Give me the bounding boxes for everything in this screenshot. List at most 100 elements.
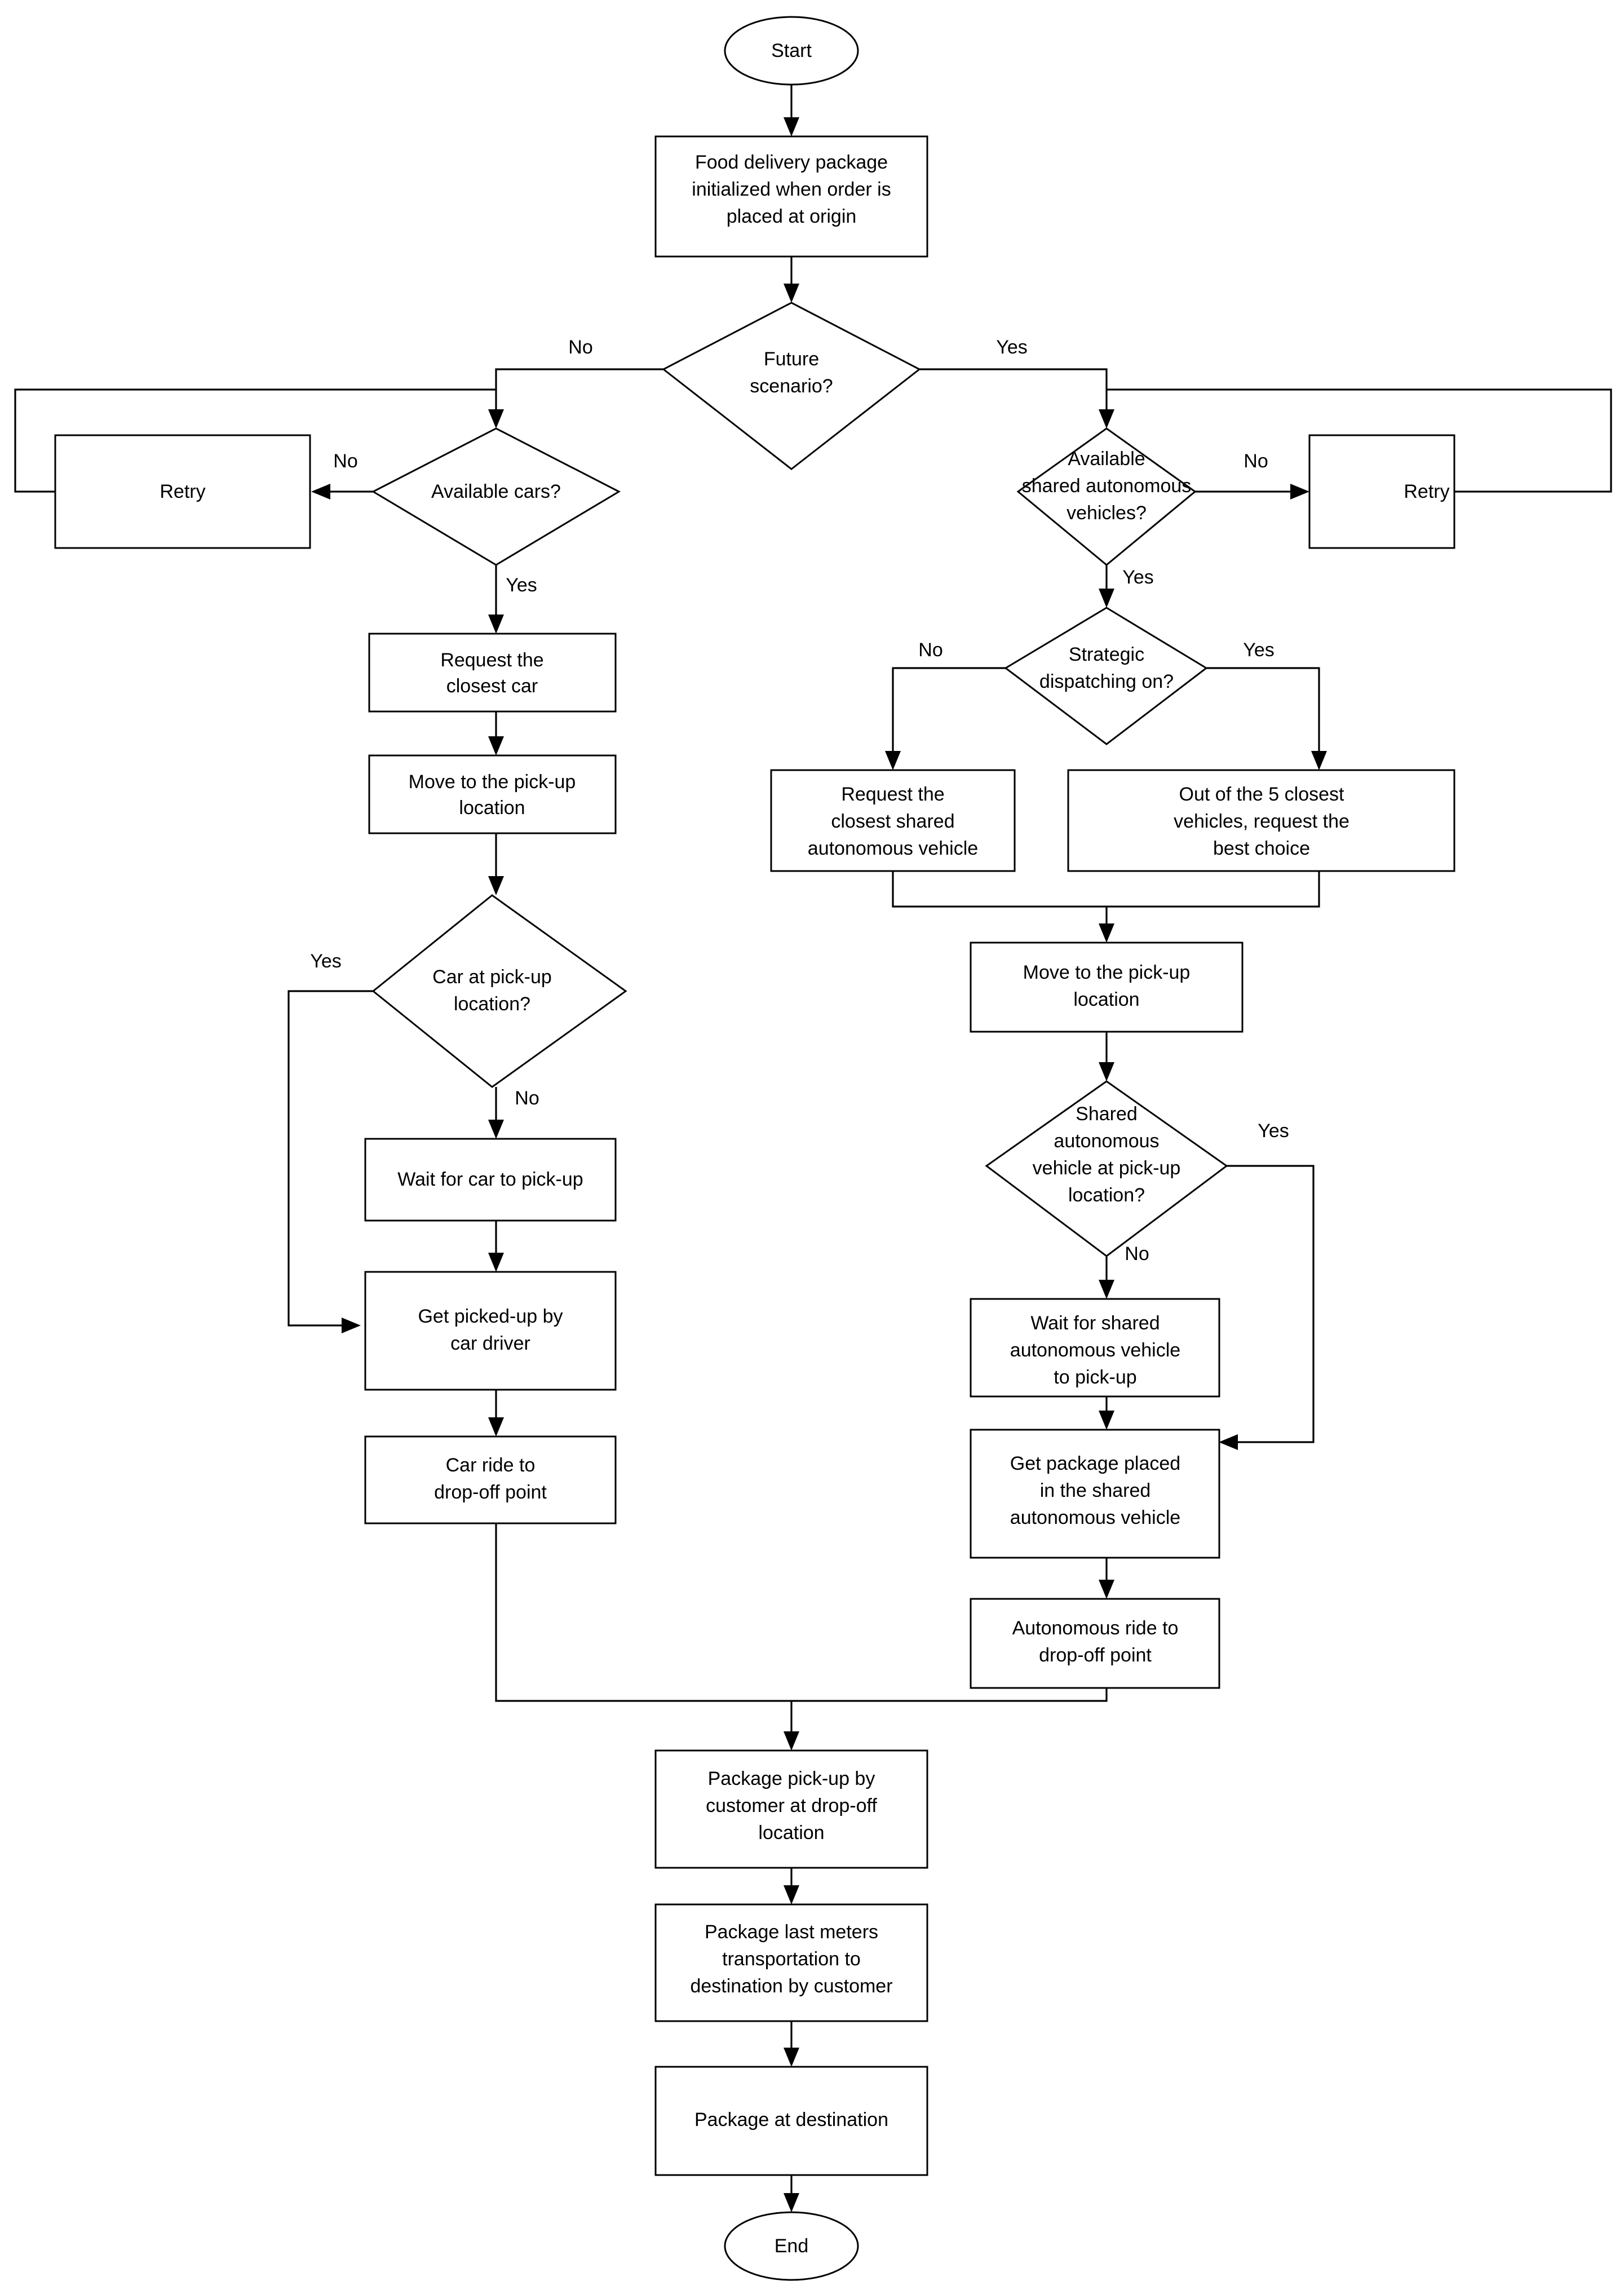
package-pickup-rect[interactable] xyxy=(654,1749,928,1869)
edge-dispatch-yes xyxy=(1206,667,1320,760)
request-car-line1: Request the xyxy=(440,649,543,671)
node-request-sav[interactable]: Request the closest shared autonomous ve… xyxy=(770,769,1016,872)
edge-label-future-no: No xyxy=(568,337,592,358)
node-move-pickup-right[interactable]: Move to the pick-up location xyxy=(970,942,1244,1033)
strategic-dispatch-diamond[interactable] xyxy=(1004,607,1208,745)
node-last-meters[interactable]: Package last meters transportation to de… xyxy=(654,1903,928,2022)
node-get-picked-up[interactable]: Get picked-up by car driver xyxy=(364,1271,617,1391)
edge-label-sav-no: No xyxy=(1244,450,1268,472)
node-move-pickup-left[interactable]: Move to the pick-up location xyxy=(368,754,617,834)
node-strategic-dispatch[interactable]: Strategic dispatching on? xyxy=(1004,607,1208,745)
autonomous-ride-line1: Autonomous ride to xyxy=(1012,1617,1179,1639)
package-pickup-line1: Package pick-up by xyxy=(708,1768,875,1789)
available-sav-line1: Available xyxy=(1068,448,1145,470)
best-choice-line3: best choice xyxy=(1213,838,1310,859)
move-pickup-left-rect[interactable] xyxy=(368,754,617,834)
future-scenario-line1: Future xyxy=(764,348,819,370)
wait-car-rect[interactable] xyxy=(364,1138,617,1222)
node-init[interactable]: Food delivery package initialized when o… xyxy=(654,135,928,258)
node-future-scenario[interactable]: Future scenario? xyxy=(662,302,921,470)
node-car-ride[interactable]: Car ride to drop-off point xyxy=(364,1435,617,1524)
node-available-sav[interactable]: Available shared autonomous vehicles? xyxy=(1016,427,1197,566)
last-meters-rect[interactable] xyxy=(654,1903,928,2022)
package-pickup-line2: customer at drop-off xyxy=(706,1795,877,1816)
edge-label-future-yes: Yes xyxy=(996,337,1027,358)
best-choice-line1: Out of the 5 closest xyxy=(1179,784,1344,805)
node-wait-sav[interactable]: Wait for shared autonomous vehicle to pi… xyxy=(970,1298,1220,1398)
sav-at-pickup-line1: Shared xyxy=(1076,1103,1138,1125)
wait-sav-rect[interactable] xyxy=(970,1298,1220,1398)
request-car-rect[interactable] xyxy=(368,633,617,713)
retry-right-label: Retry xyxy=(1404,481,1449,502)
get-picked-up-line1: Get picked-up by xyxy=(418,1306,563,1327)
edge-label-dispatch-no: No xyxy=(918,639,942,661)
node-package-pickup[interactable]: Package pick-up by customer at drop-off … xyxy=(654,1749,928,1869)
init-rect[interactable] xyxy=(654,135,928,258)
edge-savpickup-yes xyxy=(1227,1165,1315,1443)
edge-retry-right-loop xyxy=(1107,388,1612,493)
node-sav-at-pickup[interactable]: Shared autonomous vehicle at pick-up loc… xyxy=(985,1080,1228,1257)
start-ellipse[interactable] xyxy=(724,16,859,86)
best-choice-line2: vehicles, request the xyxy=(1174,811,1349,832)
arrowhead-cars-no xyxy=(311,484,330,500)
arrowhead-dispatch-no xyxy=(885,751,901,770)
edge-label-dispatch-yes: Yes xyxy=(1243,639,1274,661)
arrowhead-sav-yes xyxy=(1099,589,1114,608)
arrowhead-waitcar-to-pickedup xyxy=(488,1253,504,1272)
wait-sav-line2: autonomous vehicle xyxy=(1010,1340,1180,1361)
arrowhead-carpickup-no xyxy=(488,1120,504,1139)
arrowhead-future-no xyxy=(488,409,504,428)
node-package-placed[interactable]: Get package placed in the shared autonom… xyxy=(970,1429,1220,1559)
request-sav-line1: Request the xyxy=(841,784,944,805)
node-autonomous-ride[interactable]: Autonomous ride to drop-off point xyxy=(970,1598,1220,1689)
package-placed-rect[interactable] xyxy=(970,1429,1220,1559)
autonomous-ride-rect[interactable] xyxy=(970,1598,1220,1689)
get-picked-up-rect[interactable] xyxy=(364,1271,617,1391)
node-retry-right[interactable]: Retry xyxy=(1308,434,1455,549)
car-at-pickup-diamond[interactable] xyxy=(371,894,627,1088)
arrowhead-savpickup-no xyxy=(1099,1280,1114,1299)
sav-at-pickup-line3: vehicle at pick-up xyxy=(1033,1157,1181,1179)
edge-future-yes xyxy=(919,368,1108,418)
retry-right-rect[interactable] xyxy=(1308,434,1455,549)
edge-future-no xyxy=(495,368,663,418)
nodes-layer: Start Food delivery package initialized … xyxy=(54,16,1455,2281)
car-ride-line2: drop-off point xyxy=(434,1482,547,1503)
package-destination-rect[interactable] xyxy=(654,2066,928,2176)
init-line3: placed at origin xyxy=(727,206,857,227)
package-destination-label: Package at destination xyxy=(694,2109,888,2131)
wait-sav-line3: to pick-up xyxy=(1054,1367,1136,1388)
request-sav-line2: closest shared xyxy=(831,811,954,832)
retry-left-rect[interactable] xyxy=(54,434,311,549)
available-sav-diamond[interactable] xyxy=(1016,427,1197,566)
node-end[interactable]: End xyxy=(724,2211,859,2281)
car-ride-rect[interactable] xyxy=(364,1435,617,1524)
request-sav-rect[interactable] xyxy=(770,769,1016,872)
node-request-car[interactable]: Request the closest car xyxy=(368,633,617,713)
edge-savbranch-merge xyxy=(892,871,1108,933)
package-placed-line1: Get package placed xyxy=(1010,1453,1180,1474)
edge-label-carpickup-no: No xyxy=(515,1088,539,1109)
move-pickup-right-line1: Move to the pick-up xyxy=(1023,962,1191,983)
edge-bestchoice-merge xyxy=(1107,871,1320,908)
node-car-at-pickup[interactable]: Car at pick-up location? xyxy=(371,894,627,1088)
best-choice-rect[interactable] xyxy=(1067,769,1455,872)
sav-at-pickup-diamond[interactable] xyxy=(985,1080,1228,1257)
sav-at-pickup-line4: location? xyxy=(1068,1184,1145,1206)
arrowhead-merge-to-pickup xyxy=(784,1731,799,1751)
node-wait-car[interactable]: Wait for car to pick-up xyxy=(364,1138,617,1222)
node-package-destination[interactable]: Package at destination xyxy=(654,2066,928,2176)
node-retry-left[interactable]: Retry xyxy=(54,434,311,549)
available-cars-diamond[interactable] xyxy=(371,427,621,566)
node-start[interactable]: Start xyxy=(724,16,859,86)
init-line1: Food delivery package xyxy=(695,152,888,173)
arrowhead-future-yes xyxy=(1099,409,1114,428)
move-pickup-right-rect[interactable] xyxy=(970,942,1244,1033)
request-car-line2: closest car xyxy=(446,675,538,697)
strategic-dispatch-line2: dispatching on? xyxy=(1039,671,1174,692)
end-ellipse[interactable] xyxy=(724,2211,859,2281)
node-best-choice[interactable]: Out of the 5 closest vehicles, request t… xyxy=(1067,769,1455,872)
future-scenario-diamond[interactable] xyxy=(662,302,921,470)
node-available-cars[interactable]: Available cars? xyxy=(371,427,621,566)
